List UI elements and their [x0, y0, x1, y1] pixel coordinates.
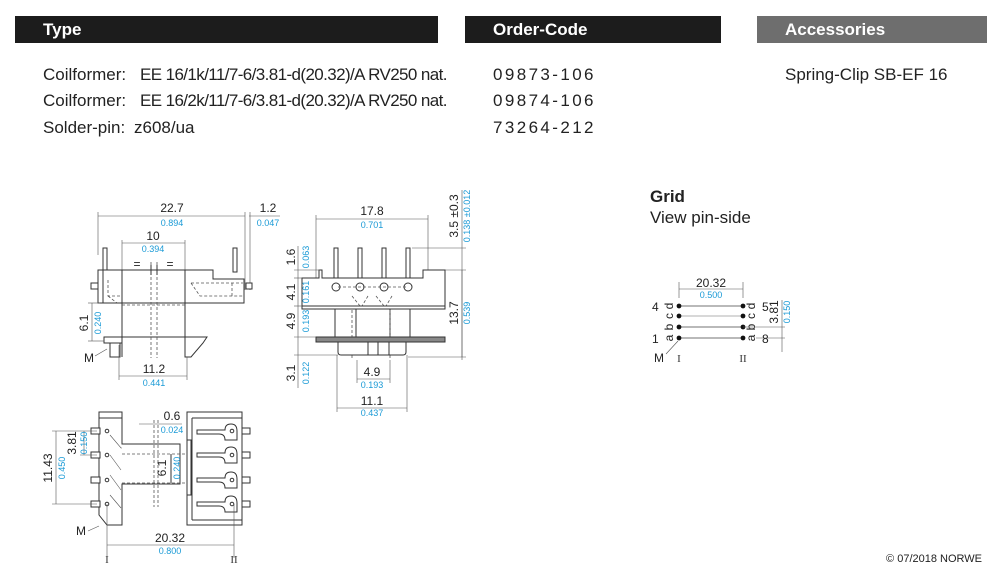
grid-row-mm: 3.81 — [767, 300, 781, 324]
front-width-in: 0.894 — [161, 218, 184, 228]
product-type: z608/ua — [134, 118, 195, 137]
grid-pin-4: 4 — [652, 300, 659, 314]
grid-row-in: 0.150 — [782, 301, 792, 324]
grid-title: Grid — [650, 187, 685, 206]
side-width-mm: 17.8 — [360, 204, 384, 218]
side-w1-mm: 4.9 — [364, 365, 381, 379]
front-pin-in: 0.047 — [257, 218, 280, 228]
grid-pitch-in: 0.500 — [700, 290, 723, 300]
front-view-drawing: 22.7 0.894 1.2 0.047 10 0.394 = = — [77, 201, 280, 388]
top-core-in: 0.240 — [172, 457, 182, 480]
front-base-in: 0.441 — [143, 378, 166, 388]
side-view-drawing: 17.8 0.701 3.5 ±0.3 0.138 ±0.012 — [284, 190, 472, 418]
top-col-right: II — [230, 554, 238, 566]
top-span-mm: 11.43 — [41, 453, 55, 482]
type-header: Type — [15, 16, 438, 43]
side-tolerance-mm: 3.5 ±0.3 — [447, 194, 461, 238]
top-marker-m: M — [76, 524, 86, 538]
product-label: Coilformer: — [43, 91, 127, 110]
top-row-mm: 20.32 — [155, 531, 185, 545]
grid-row-d-right: d — [744, 303, 758, 310]
side-total-in: 0.539 — [462, 302, 472, 325]
equal-sign: = — [133, 257, 140, 271]
top-gap-in: 0.024 — [161, 425, 184, 435]
front-base-mm: 11.2 — [143, 362, 166, 376]
accessory-item: Spring-Clip SB-EF 16 — [785, 65, 948, 84]
top-col-left: I — [105, 554, 109, 566]
top-span-in: 0.450 — [57, 457, 67, 480]
grid-row-b: b — [662, 323, 676, 330]
side-h2-in: 0.161 — [301, 281, 311, 304]
side-h1-mm: 1.6 — [284, 248, 298, 265]
side-w2-mm: 11.1 — [361, 394, 384, 408]
side-width-in: 0.701 — [361, 220, 384, 230]
order-code: 09873-106 — [493, 65, 596, 84]
grid-pin-1: 1 — [652, 332, 659, 346]
front-height-mm: 6.1 — [77, 314, 91, 331]
order-code: 73264-212 — [493, 118, 596, 137]
side-h4-mm: 3.1 — [284, 364, 298, 381]
side-h4-in: 0.122 — [301, 362, 311, 385]
top-row-in: 0.800 — [159, 546, 182, 556]
product-type: EE 16/2k/11/7-6/3.81-d(20.32)/A RV250 na… — [140, 91, 447, 110]
grid-row-c: c — [662, 313, 676, 319]
copyright: © 07/2018 NORWE — [886, 553, 982, 565]
equal-sign: = — [166, 257, 173, 271]
front-inner-mm: 10 — [146, 229, 160, 243]
grid-pin-5: 5 — [762, 300, 769, 314]
top-gap-mm: 0.6 — [164, 409, 181, 423]
grid-subtitle: View pin-side — [650, 208, 751, 227]
side-tolerance-in: 0.138 ±0.012 — [462, 190, 472, 242]
grid-pitch-mm: 20.32 — [696, 276, 726, 290]
top-pitch-in: 0.150 — [79, 432, 89, 455]
grid-row-c-right: c — [744, 313, 758, 319]
side-w1-in: 0.193 — [361, 380, 384, 390]
product-type: EE 16/1k/11/7-6/3.81-d(20.32)/A RV250 na… — [140, 65, 447, 84]
accessories-header: Accessories — [757, 16, 987, 43]
grid-diagram: 20.32 0.500 3.81 0.150 4 1 5 8 d c b a d… — [652, 276, 792, 365]
grid-pin-8: 8 — [762, 332, 769, 346]
grid-marker-m: M — [654, 351, 664, 365]
product-label: Coilformer: — [43, 65, 127, 84]
side-h3-in: 0.193 — [301, 310, 311, 333]
grid-col-right: II — [739, 353, 747, 365]
grid-row-a-right: a — [744, 334, 758, 341]
top-view-drawing: 0.6 0.024 6.1 0.240 3.81 0.150 11.43 0.4… — [41, 409, 251, 566]
top-core-mm: 6.1 — [155, 459, 169, 476]
front-inner-in: 0.394 — [142, 244, 165, 254]
side-h1-in: 0.063 — [301, 246, 311, 269]
order-code-header: Order-Code — [465, 16, 721, 43]
front-width-mm: 22.7 — [160, 201, 184, 215]
front-pin-mm: 1.2 — [260, 201, 277, 215]
product-label: Solder-pin: — [43, 118, 126, 137]
grid-row-d: d — [662, 303, 676, 310]
front-height-in: 0.240 — [93, 312, 103, 335]
top-pitch-mm: 3.81 — [65, 431, 79, 455]
side-total-mm: 13.7 — [447, 301, 461, 325]
grid-row-a: a — [662, 334, 676, 341]
front-marker-m: M — [84, 351, 94, 365]
side-h2-mm: 4.1 — [284, 283, 298, 300]
side-h3-mm: 4.9 — [284, 312, 298, 329]
grid-row-b-right: b — [744, 323, 758, 330]
side-w2-in: 0.437 — [361, 408, 384, 418]
grid-col-left: I — [677, 353, 681, 365]
order-code: 09874-106 — [493, 91, 596, 110]
